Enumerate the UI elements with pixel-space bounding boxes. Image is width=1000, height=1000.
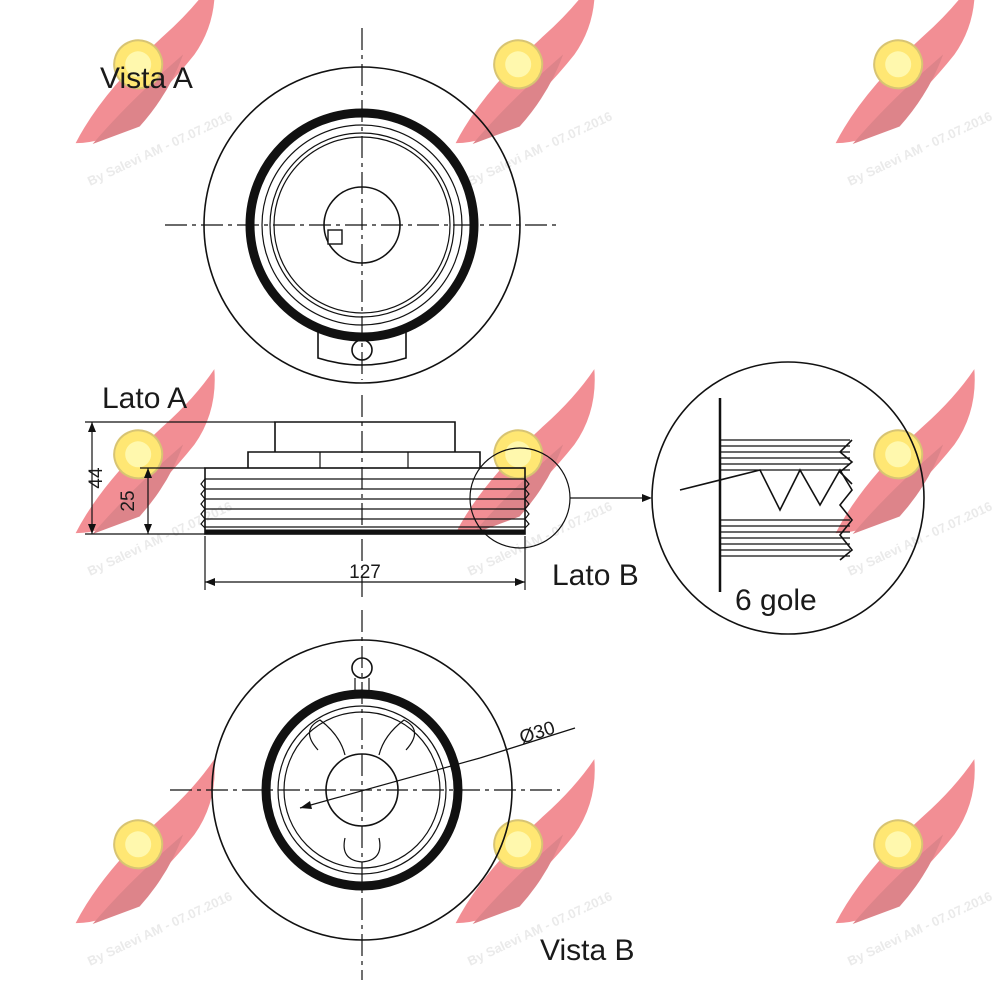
watermark-logo: By Salevi AM - 07.07.2016: [796, 368, 1000, 579]
groove-detail-view: [651, 361, 925, 635]
lato-a-view: [85, 395, 652, 600]
watermark-layer: By Salevi AM - 07.07.2016 By Salevi AM - …: [36, 0, 1000, 969]
watermark-logo: By Salevi AM - 07.07.2016: [416, 368, 639, 579]
grooves-label: 6 gole: [735, 584, 817, 617]
watermark-logo: By Salevi AM - 07.07.2016: [796, 0, 1000, 189]
lato-b-label: Lato B: [552, 559, 639, 592]
dimension-bore-diameter: Ø30: [517, 718, 558, 749]
lato-a-label: Lato A: [102, 382, 187, 415]
dimension-outer-diameter: 127: [349, 562, 381, 583]
vista-b-view: [170, 610, 576, 980]
vista-a-view: [165, 28, 560, 384]
pulley-grooves: [200, 478, 530, 529]
vista-b-label: Vista B: [540, 934, 635, 967]
watermark-logo: By Salevi AM - 07.07.2016: [796, 758, 1000, 969]
vista-a-label: Vista A: [100, 62, 193, 95]
dimension-total-height: 44: [86, 467, 107, 489]
dimension-pulley-height: 25: [118, 490, 139, 511]
